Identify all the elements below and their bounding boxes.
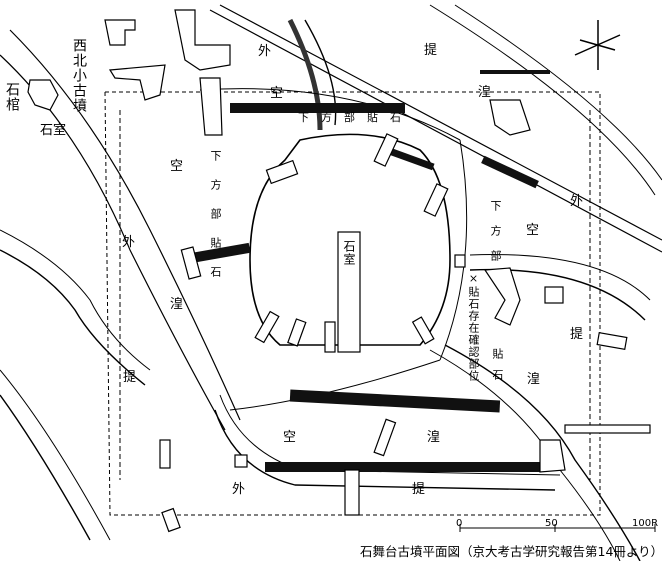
stone-slab-11 <box>344 469 360 516</box>
label-dike-top: 提 <box>424 43 438 58</box>
scale-bar <box>459 524 656 532</box>
label-moat-bottom: 湟 <box>427 430 441 445</box>
label-stone-chamber-west: 石室 <box>40 123 67 138</box>
label-west-tomb: 西北小古墳 <box>71 38 87 113</box>
se-structure <box>539 439 566 473</box>
e-structure <box>483 267 521 326</box>
label-empty-left: 空 <box>170 159 184 174</box>
nw-tomb-structure <box>104 19 136 46</box>
road-bottom-left <box>0 369 111 541</box>
stone-slab-8 <box>180 246 202 280</box>
stone-slab-4 <box>411 316 435 345</box>
inner-moat-top <box>199 88 461 141</box>
road-bottom-right <box>429 349 621 561</box>
stone-slab-7 <box>423 183 449 217</box>
nw-structure-2 <box>174 9 231 71</box>
stone-chamber-shape <box>337 231 361 353</box>
paving-bottom-center <box>289 389 501 413</box>
outer-dike-boundary <box>104 91 601 516</box>
coffin-structure <box>27 79 59 111</box>
label-lower-paving-top: 下方部貼石 <box>298 111 413 124</box>
stone-slab-1 <box>254 310 280 344</box>
stone-slab-3 <box>324 321 336 353</box>
label-stone-coffin: 石棺 <box>4 82 20 112</box>
stone-slab-14 <box>564 424 651 434</box>
label-empty-right: 空 <box>526 223 540 238</box>
label-empty-top: 空 <box>270 86 284 101</box>
label-moat-left: 湟 <box>170 297 184 312</box>
label-paving-right: 貼石 <box>491 348 504 390</box>
stone-slab-15 <box>373 418 397 457</box>
stone-slab-10 <box>596 331 628 351</box>
stone-slab-12 <box>159 439 171 469</box>
paving-far-ne <box>480 70 550 74</box>
road-right-2 <box>454 4 662 181</box>
scale-zero: 0 <box>456 518 462 529</box>
label-moat-top: 湟 <box>478 85 492 100</box>
label-outer-left: 外 <box>122 235 136 250</box>
label-empty-bottom: 空 <box>283 430 297 445</box>
paving-top <box>230 103 405 113</box>
road-center-band <box>287 18 323 131</box>
stone-slab-17 <box>454 254 466 268</box>
label-dike-right: 提 <box>570 327 584 342</box>
stone-slab-5 <box>265 159 299 185</box>
road-left-lower <box>0 229 151 371</box>
label-lower-paving-right: 下方部 <box>489 200 502 275</box>
paving-ne <box>385 146 435 171</box>
nw-structure-4 <box>199 77 223 136</box>
label-dike-left: 提 <box>123 370 137 385</box>
road-right-lower <box>469 254 651 301</box>
label-dike-bottom: 提 <box>412 482 426 497</box>
paving-bottom <box>265 462 545 472</box>
label-outer-top: 外 <box>258 44 272 59</box>
label-stone-chamber-center: 石室 <box>342 240 356 266</box>
stone-slab-2 <box>287 318 307 347</box>
paving-left <box>189 242 251 264</box>
label-lower-paving-left: 下方部貼石 <box>209 150 222 295</box>
inner-moat-right <box>439 139 468 361</box>
road-bottom-2 <box>214 409 556 491</box>
scale-mid: 50 <box>545 518 558 529</box>
paving-right <box>481 155 539 189</box>
road-right <box>429 4 656 196</box>
stone-slab-9 <box>544 286 564 304</box>
road-left-lower-2 <box>0 249 146 386</box>
nw-structure-3 <box>108 64 166 101</box>
compass-icon <box>574 20 621 70</box>
map-caption: 石舞台古墳平面図（京大考古学研究報告第14冊より） <box>360 544 662 559</box>
road-top-diagonal <box>219 4 662 241</box>
stone-slab-16 <box>234 454 248 468</box>
road-center-band-2 <box>304 19 337 126</box>
road-left-2 <box>0 54 226 431</box>
stone-slab-13 <box>161 507 181 533</box>
road-left-1 <box>9 29 241 421</box>
label-moat-right: 湟 <box>527 372 541 387</box>
label-paving-survival: ×貼石存在確認部位 <box>467 272 480 382</box>
stone-slab-6 <box>373 133 399 167</box>
road-bottom-left-2 <box>0 394 91 541</box>
road-top-diagonal-2 <box>209 9 662 253</box>
scale-end: 100R <box>632 518 658 529</box>
label-outer-right: 外 <box>570 194 584 209</box>
ne-structure <box>489 99 531 136</box>
label-outer-bottom: 外 <box>232 482 246 497</box>
